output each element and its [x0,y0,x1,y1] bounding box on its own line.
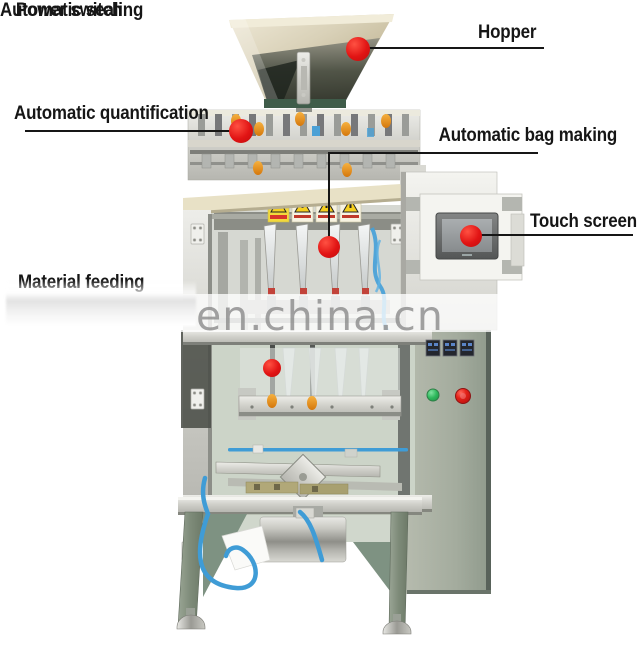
quantification-pointer-line [25,130,243,132]
digital-counters [425,339,475,357]
bag-making-label: Automatic bag making [438,124,618,146]
hopper [229,14,394,112]
bag-making-marker-dot [318,236,340,258]
red-power-button [455,388,471,404]
bag-making-pointer-line-vertical [328,152,330,247]
green-start-button [426,388,440,402]
hopper-marker-dot [346,37,370,61]
bag-making-pointer-line-horizontal [329,152,538,154]
sealing-label: Automatic sealing [0,0,144,21]
side-cabinet [404,322,491,594]
quantification-label: Automatic quantification [14,102,209,124]
dosing-unit [187,109,421,181]
quantification-marker-dot [229,119,253,143]
pneumatic-hose-loop [197,475,258,591]
touch-screen-pointer-line [481,234,633,236]
pneumatic-hose-lower [297,509,325,563]
watermark-text: en.china.cn [196,292,444,340]
material-feeding-label: Material feeding [18,271,145,293]
orange-knob-icons [231,112,391,177]
material-feeding-marker-dot [263,359,281,377]
power-switch-label: Power switch [15,0,123,21]
sealing-mechanism [178,348,422,515]
hopper-label: Hopper [478,21,537,43]
touch-screen-marker-dot [460,225,482,247]
machine-base [176,475,412,635]
touch-screen-label: Touch screen [530,210,637,232]
hopper-pointer-line [366,47,544,49]
machine-feet [176,608,412,635]
